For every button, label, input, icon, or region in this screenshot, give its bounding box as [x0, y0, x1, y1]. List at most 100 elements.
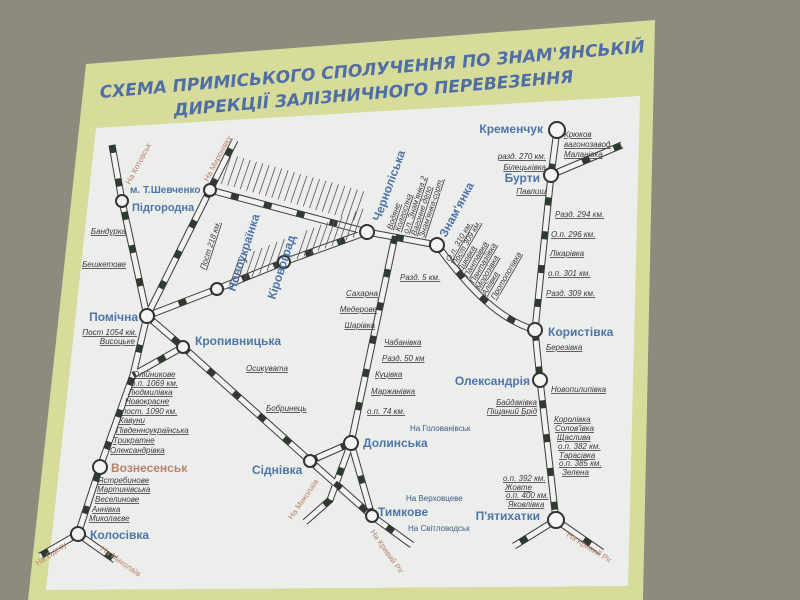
stop-label: Олександрівка — [110, 446, 165, 455]
stop-tick — [315, 180, 327, 210]
stop-label: О.п. 296 км. — [551, 230, 595, 239]
stop-label: Шарівка — [345, 321, 376, 330]
station-kirovohrad[interactable] — [277, 255, 291, 269]
stop-label: Трикратне — [113, 436, 155, 445]
rail-segment — [434, 243, 536, 333]
small-stop-ticks — [220, 154, 365, 287]
station-kremenchuk[interactable] — [548, 121, 566, 139]
station-kolosivka[interactable] — [70, 526, 86, 542]
stop-label: Новокрасне — [125, 397, 170, 406]
stop-tick — [328, 184, 339, 214]
station-burty[interactable] — [543, 167, 559, 183]
stop-tick — [296, 175, 308, 205]
stop-tick — [321, 182, 333, 212]
station-oleksandriia[interactable] — [532, 372, 548, 388]
label-kremenchuk: Кременчук — [479, 122, 544, 136]
stop-label: Пост 1054 км. — [82, 328, 137, 337]
stop-label: Чабанівка — [384, 338, 422, 347]
stop-tick — [334, 185, 346, 216]
stop-tick — [290, 173, 302, 203]
stop-tick — [309, 178, 320, 209]
stop-label: Осикувата — [246, 364, 288, 373]
stop-label: Бандурка — [91, 227, 127, 236]
stop-tick — [271, 168, 283, 198]
rail-segment — [145, 229, 369, 319]
label-pidhorodna: Підгородна — [132, 202, 195, 214]
label-pomichna: Помічна — [89, 310, 138, 324]
stop-label: Павлиш — [516, 187, 546, 196]
label-sidnivka: Сіднівка — [252, 463, 303, 477]
hub-labels: Кременчук Бурти Користівка Олександрія П… — [89, 122, 614, 542]
station-pomichna[interactable] — [139, 308, 155, 324]
stop-label: Жовте — [504, 483, 533, 492]
dir-verkhovtseve: На Верховцеве — [406, 494, 463, 503]
station-sidnivka[interactable] — [303, 454, 317, 468]
stop-tick — [258, 165, 270, 195]
stop-label: Куцівка — [375, 370, 403, 379]
stop-label: Зелена — [562, 468, 589, 477]
stop-label: Маржанівка — [371, 387, 416, 396]
stop-tick — [310, 224, 322, 255]
stop-label: Піщаний Брід — [487, 407, 538, 416]
dir-holovanivsk: На Голованівськ — [410, 424, 471, 433]
station-shevchenko[interactable] — [203, 183, 217, 197]
stop-tick — [324, 219, 336, 249]
stop-tick — [317, 222, 329, 252]
station-tymkove[interactable] — [365, 509, 379, 523]
stop-label: вагонозавод — [564, 140, 611, 149]
stop-label: о.п. 392 км. — [503, 474, 546, 483]
station-dolynska[interactable] — [343, 435, 359, 451]
stop-label: Аннівка — [91, 505, 121, 514]
stop-tick — [296, 230, 308, 260]
stop-label: Разд. 309 км. — [546, 289, 595, 298]
stop-label: Разд. 5 км. — [400, 273, 440, 282]
station-kropyvnytska[interactable] — [176, 340, 190, 354]
stop-tick — [331, 216, 343, 246]
stop-label: о.п. 1069 км. — [131, 379, 178, 388]
stop-label: Новопилипівка — [551, 385, 607, 394]
stop-tick — [251, 247, 263, 278]
rail-segment — [348, 442, 375, 517]
stop-label: Яковлівка — [507, 500, 545, 509]
label-burty: Бурти — [505, 171, 540, 185]
stop-tick — [233, 158, 245, 188]
stop-tick — [266, 241, 278, 272]
stop-label: Олійникове — [133, 370, 176, 379]
label-shevchenko: м. Т.Шевченко — [130, 185, 200, 196]
station-pidhorodna[interactable] — [115, 194, 129, 208]
stop-tick — [252, 163, 264, 193]
label-kropyvnytska: Кропивницька — [195, 334, 281, 348]
stop-tick — [340, 187, 352, 217]
dir-svitlovodsk: На Світловодськ — [408, 524, 470, 533]
stop-tick — [277, 170, 289, 200]
stop-label: Березівка — [546, 343, 583, 352]
station-markers — [70, 121, 566, 542]
stop-label: Солов'ївка — [555, 424, 594, 433]
station-znamianka[interactable] — [429, 237, 445, 253]
station-piatykhatky[interactable] — [547, 511, 565, 529]
stop-labels: Крюков вагонозавод Маланівка разд. 270 к… — [82, 130, 611, 523]
rail-segment — [75, 144, 151, 535]
label-tymkove: Тимкове — [378, 505, 429, 519]
stop-tick — [353, 191, 365, 221]
station-chornoliska[interactable] — [359, 224, 375, 240]
stop-tick — [229, 256, 240, 287]
station-voznesensk[interactable] — [92, 459, 108, 475]
label-kolosivka: Колосівка — [90, 528, 149, 542]
stop-label: Людмилівка — [127, 388, 173, 397]
stop-label: Південноукраїнська — [116, 426, 189, 435]
rail-segment — [205, 138, 438, 248]
stop-label: Сахарна — [346, 289, 379, 298]
stop-label: Маланівка — [564, 150, 603, 159]
stop-label: о.п. 74 км. — [367, 407, 405, 416]
stop-label: Лікарівка — [549, 249, 585, 258]
station-korystivka[interactable] — [527, 322, 543, 338]
station-novoukrainka[interactable] — [210, 282, 224, 296]
stop-tick — [246, 161, 257, 191]
stop-label: Королівка — [554, 415, 591, 424]
stop-label: Мартинівська — [97, 485, 151, 494]
stop-tick — [352, 208, 364, 238]
stop-label: Тарасівка — [559, 451, 596, 460]
label-oleksandriia: Олександрія — [455, 374, 530, 388]
